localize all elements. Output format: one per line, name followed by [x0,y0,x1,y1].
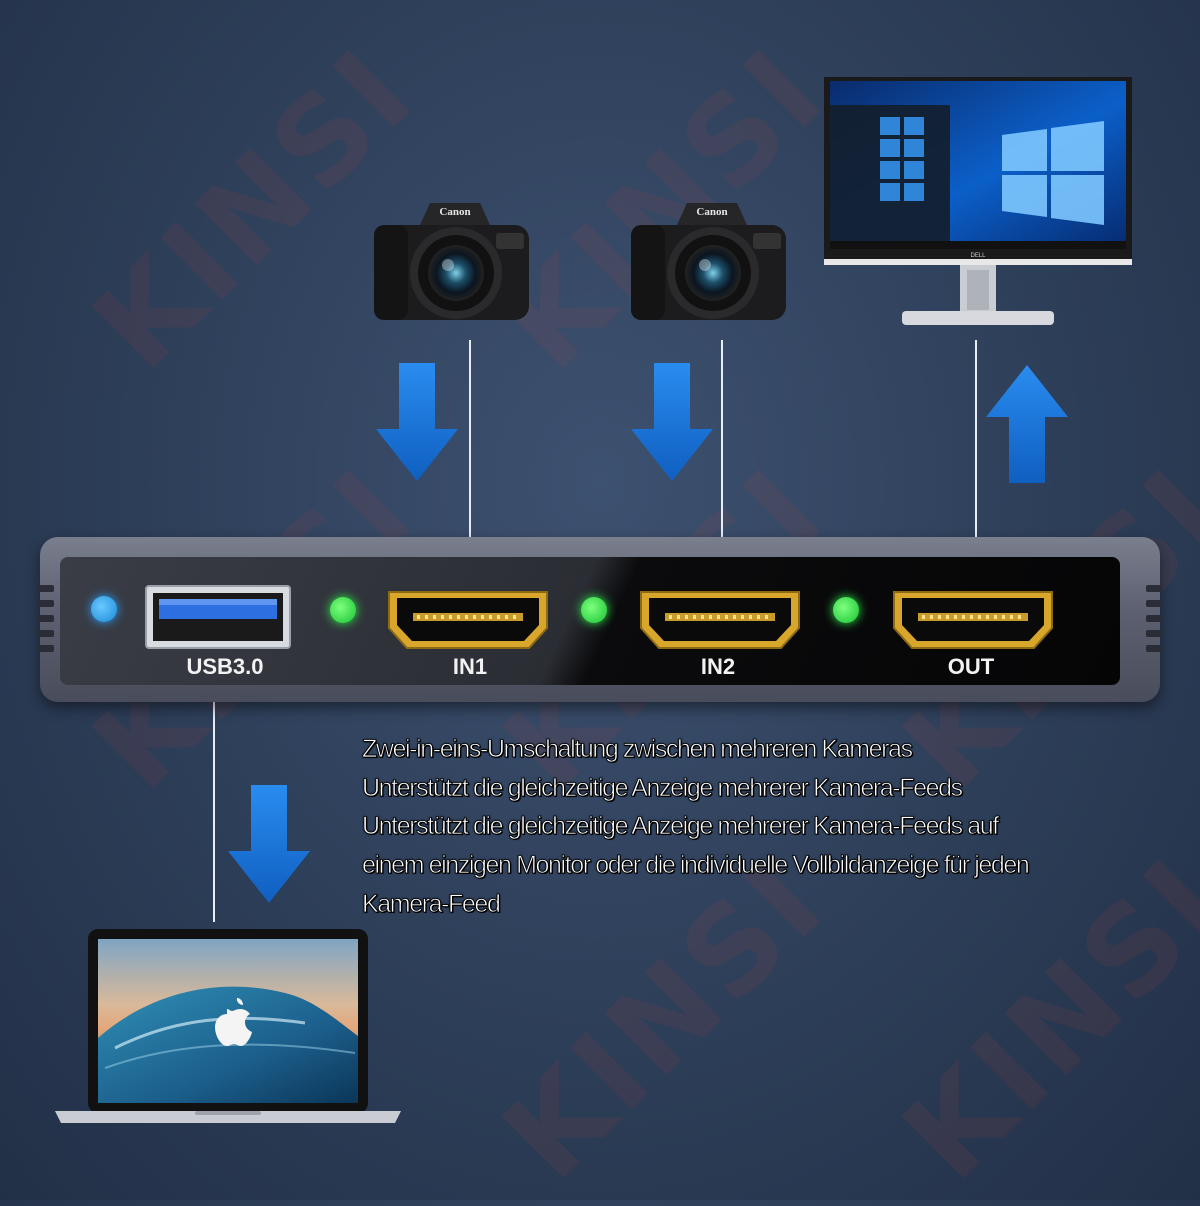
camera-brand: Canon [439,206,470,218]
apple-logo-icon [215,998,252,1046]
arrow-down-icon [228,785,310,903]
connector-line-usb [213,700,215,922]
connector-line-out [975,340,977,580]
camera-icon: Canon [374,203,529,320]
usb-port [145,585,291,649]
arrow-up-icon [986,365,1068,483]
vent [38,615,54,622]
in1-port-label: IN1 [452,654,488,679]
hdmi-port-in2 [640,591,800,649]
vent [1146,630,1162,637]
vent [38,585,54,592]
camera-icon: Canon [631,203,786,320]
vent [1146,645,1162,652]
in1-status-led [330,597,356,623]
monitor-brand: DELL [970,253,986,259]
monitor-icon: DELL [824,77,1132,325]
in2-status-led [581,597,607,623]
arrow-down-icon [631,363,713,481]
out-port-label: OUT [947,654,995,679]
connector-line-in2 [721,340,723,580]
vent [1146,585,1162,592]
vent [38,645,54,652]
description-line: Zwei-in-eins-Umschaltung zwischen mehrer… [362,735,914,764]
description-line: Unterstützt die gleichzeitige Anzeige me… [362,773,964,802]
camera-brand: Canon [696,206,727,218]
hdmi-port-out [893,591,1053,649]
arrow-down-icon [376,363,458,481]
description-line: einem einzigen Monitor oder die individu… [362,851,1031,880]
out-status-led [833,597,859,623]
in2-port-label: IN2 [700,654,736,679]
laptop-icon [55,929,401,1123]
hdmi-port-in1 [388,591,548,649]
connector-line-in1 [469,340,471,580]
usb-status-led [91,596,117,622]
description-line: Unterstützt die gleichzeitige Anzeige me… [362,812,1000,841]
vent [38,600,54,607]
feature-description: Zwei-in-eins-Umschaltung zwischen mehrer… [362,730,1198,924]
vent [38,630,54,637]
description-line: Kamera-Feed [362,889,502,918]
vent [1146,600,1162,607]
usb-port-label: USB3.0 [186,654,264,679]
vent [1146,615,1162,622]
